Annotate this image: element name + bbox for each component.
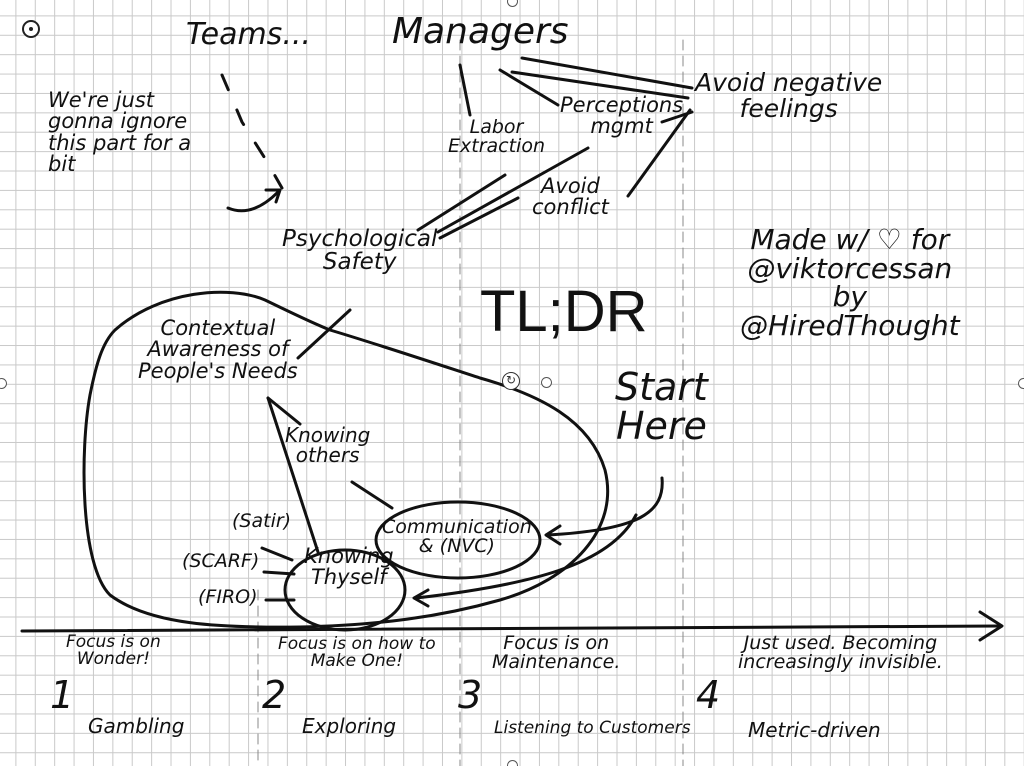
stage-4-number: 4	[696, 673, 721, 717]
awareness-to-knowing-others-line	[266, 396, 302, 426]
stage-4-focus: Just used. Becoming increasingly invisib…	[738, 632, 943, 674]
stage-1-number: 1	[50, 673, 75, 717]
stage-2-focus: Focus is on how to Make One!	[278, 634, 436, 672]
scarf-label: (SCARF)	[182, 550, 260, 572]
start-here-arrow-to-communication	[544, 476, 664, 546]
contextual-awareness-label: Contextual Awareness of People's Needs	[138, 316, 298, 383]
managers-to-avoid-negative-line-2	[510, 70, 690, 100]
stage-1-name: Gambling	[88, 714, 185, 738]
stage-2-name: Exploring	[302, 714, 397, 738]
managers-to-avoid-negative-line	[520, 56, 694, 90]
avoid-negative-to-conflict-line	[626, 108, 692, 198]
selection-handle-icon[interactable]	[507, 760, 518, 766]
knowing-others-to-communication-line	[350, 480, 394, 510]
selection-handle-icon[interactable]	[0, 378, 7, 389]
timeline-arrowhead	[978, 610, 1004, 642]
start-here-label: Start Here	[615, 365, 708, 448]
stage-2-number: 2	[262, 673, 287, 717]
scarf-arrow	[262, 570, 296, 576]
labor-extraction-label: Labor Extraction	[448, 116, 545, 158]
tldr-label: TL;DR	[480, 279, 648, 344]
psychological-safety-label: Psychological Safety	[282, 226, 438, 276]
communication-ellipse	[374, 500, 542, 580]
selection-handle-icon[interactable]	[507, 0, 518, 7]
stage-3-number: 3	[458, 673, 483, 717]
perceptions-mgmt-label: Perceptions mgmt	[560, 93, 684, 139]
teams-dashed-line	[220, 73, 284, 190]
safety-to-awareness-line	[296, 308, 352, 360]
avoid-conflict-to-safety-line	[438, 196, 520, 240]
managers-to-labor-line	[458, 63, 472, 117]
stage-3-name: Listening to Customers	[494, 718, 691, 738]
teams-label: Teams...	[186, 17, 311, 52]
managers-to-perceptions-line	[498, 68, 560, 107]
start-here-arrow-to-thyself	[412, 513, 638, 608]
stage-3-focus: Focus is on Maintenance.	[492, 632, 621, 674]
selection-handle-icon[interactable]	[1018, 378, 1024, 389]
perceptions-to-safety-line	[436, 146, 590, 234]
communication-label: Communication & (NVC)	[382, 516, 532, 558]
avoid-conflict-label: Avoid conflict	[532, 174, 609, 220]
stage-1-focus: Focus is on Wonder!	[66, 632, 161, 670]
selection-handle-icon[interactable]	[541, 377, 552, 388]
target-icon[interactable]	[22, 20, 40, 38]
ignore-note-arrow	[226, 188, 282, 213]
avoid-negative-feelings-label: Avoid negative feelings	[695, 68, 883, 123]
ignore-note: We're just gonna ignore this part for a …	[48, 88, 192, 177]
perceptions-to-avoid-negative-line	[660, 110, 694, 124]
credit-note: Made w/ ♡ for @viktorcessan by @HiredTho…	[740, 223, 960, 342]
awareness-to-thyself-line	[266, 396, 320, 554]
timeline-axis	[20, 624, 1002, 633]
satir-label: (Satir)	[232, 510, 292, 532]
labor-to-safety-line	[416, 173, 507, 232]
knowing-others-label: Knowing others	[285, 423, 371, 468]
rotate-handle-icon[interactable]: ↻	[502, 372, 520, 390]
stage-4-name: Metric-driven	[748, 718, 881, 742]
managers-label: Managers	[392, 11, 569, 52]
firo-label: (FIRO)	[198, 586, 258, 608]
knowing-thyself-label: Knowing Thyself	[304, 544, 394, 590]
satir-arrow	[260, 546, 294, 562]
